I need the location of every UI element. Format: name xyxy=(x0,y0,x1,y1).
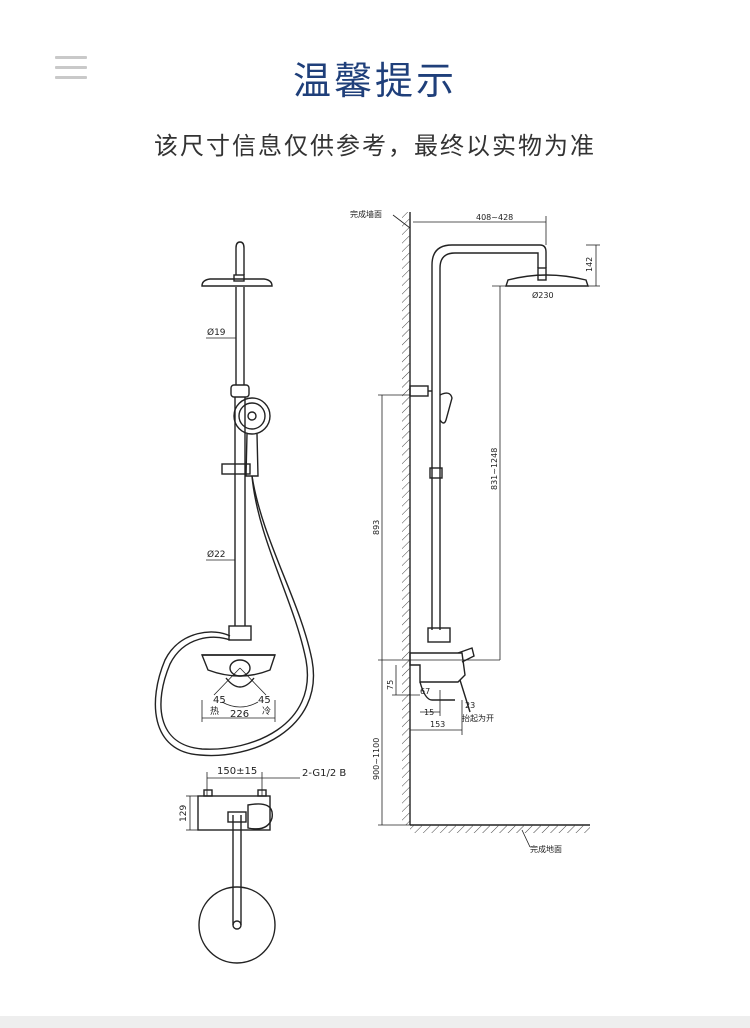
lift-label: 抬起为开 xyxy=(462,713,494,723)
depth-153-label: 153 xyxy=(430,720,445,729)
thread-label: 2-G1/2 B xyxy=(302,768,346,779)
angle-right-label: 45 xyxy=(258,695,271,706)
menu-icon[interactable] xyxy=(55,56,87,80)
angle-left-label: 45 xyxy=(213,695,226,706)
width-label: 226 xyxy=(230,709,249,720)
spout-length-label: 67 xyxy=(420,687,430,696)
floor-label: 完成地面 xyxy=(530,844,562,854)
pipe-connector xyxy=(228,625,252,641)
lever-angle-label: 23 xyxy=(465,701,475,710)
menu-bar xyxy=(55,76,87,79)
head-height-label: 142 xyxy=(585,257,594,272)
mixer-height-label: 900~1100 xyxy=(372,738,381,780)
lower-pipe-diameter: Ø22 xyxy=(207,549,226,560)
spacing-label: 150±15 xyxy=(217,766,257,777)
top-view-rain-head xyxy=(198,886,276,964)
page-subtitle: 该尺寸信息仅供参考，最终以实物为准 xyxy=(154,132,596,160)
top-view xyxy=(186,772,300,964)
mixer-offset-label: 75 xyxy=(386,680,395,690)
diverter xyxy=(230,384,250,398)
bar-height-label: 893 xyxy=(372,520,381,535)
top-view-body xyxy=(197,795,271,831)
menu-bar xyxy=(55,66,87,69)
side-mixer xyxy=(409,652,466,683)
slider-holder xyxy=(221,463,251,475)
cold-label: 冷 xyxy=(262,705,271,717)
arm-reach-label: 408~428 xyxy=(476,213,513,222)
wall-label: 完成墙面 xyxy=(350,209,382,219)
menu-bar xyxy=(55,56,87,59)
hot-label: 热 xyxy=(210,705,219,717)
page-title: 温馨提示 xyxy=(292,59,457,103)
bottom-bar xyxy=(0,1016,750,1028)
mixer-body xyxy=(200,654,276,677)
adjust-height-label: 831~1248 xyxy=(490,448,499,490)
top-hook xyxy=(235,241,245,275)
hand-shower-head xyxy=(233,397,271,435)
mixer-handle xyxy=(229,659,251,677)
depth-label: 129 xyxy=(179,805,189,822)
hose xyxy=(154,475,315,757)
side-rain-head xyxy=(505,274,589,287)
front-view xyxy=(154,241,315,757)
upper-pipe-diameter: Ø19 xyxy=(207,327,226,338)
head-diameter-label: Ø230 xyxy=(532,290,554,300)
head-joint xyxy=(233,274,245,282)
rain-head xyxy=(201,278,273,287)
side-pipe xyxy=(431,244,547,630)
handle-length-label: 15 xyxy=(424,708,434,717)
side-view xyxy=(378,212,600,848)
